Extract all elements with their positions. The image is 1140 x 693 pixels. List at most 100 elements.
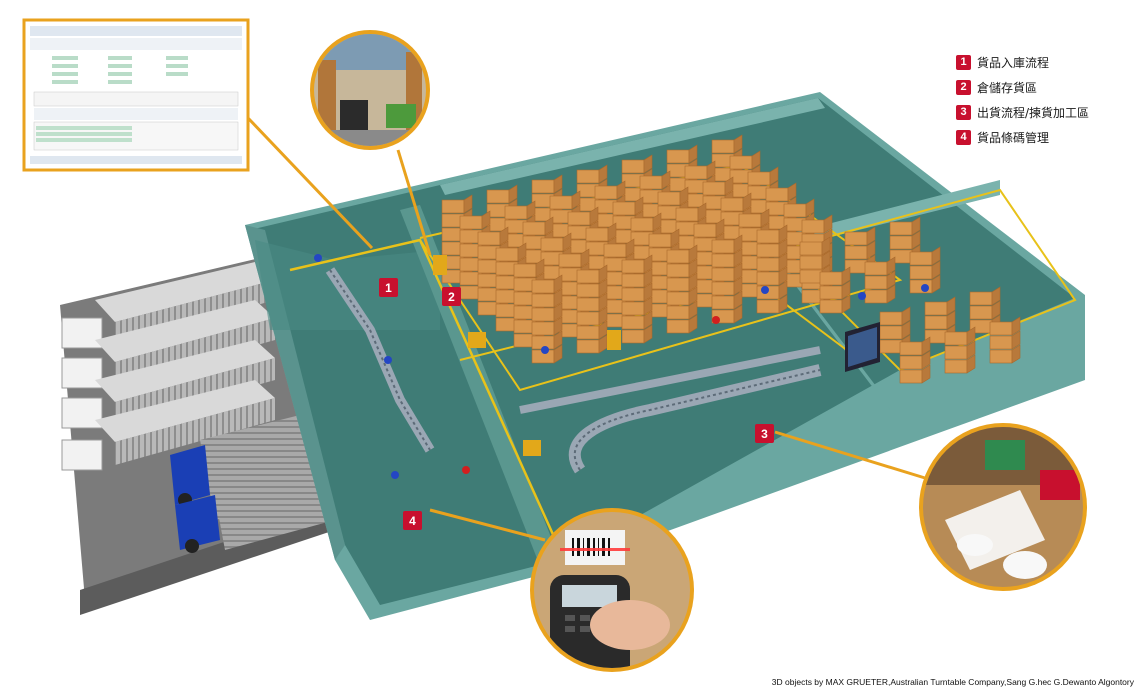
rack-box [612,201,636,216]
rack-box [765,187,789,202]
rack-box-side [733,234,743,254]
wall-monitor [845,322,880,372]
rack-box-side [688,244,698,264]
conveyors [325,267,822,474]
marker-1-number: 1 [385,281,392,295]
rack-box-side [526,200,536,220]
rack-box-side [643,324,653,344]
rack-box [576,325,600,340]
rack-box-side [966,354,976,374]
rack-box [441,199,465,214]
rack-box-side [901,320,911,340]
rack-box-side [866,240,876,260]
rack-box [799,255,823,270]
rack-box-side [553,330,563,350]
rack-box-side [911,230,921,250]
rack-box-side [1011,344,1021,364]
rack-box [924,315,948,330]
rack-box [756,257,780,272]
legend-item-1: 1 貨品入庫流程 [956,50,1089,74]
rack-box [666,249,690,264]
rack-box-side [589,206,599,226]
rack-box-side [598,306,608,326]
rack-box [576,311,600,326]
rack-box [711,267,735,282]
rack-box [603,243,627,258]
rack-box-side [886,256,896,276]
rack-box-side [921,350,931,370]
rack-box-side [866,226,876,246]
legend-label: 倉儲存貨區 [977,80,1038,95]
marker-4-number: 4 [409,514,416,528]
legend-badge: 3 [956,104,971,120]
rack-box [799,269,823,284]
rack-box-side [733,304,743,324]
rack-box-side [535,258,545,278]
rack-box-side [508,184,518,204]
rack-box [639,175,663,190]
rack-box [666,291,690,306]
marker-3-number: 3 [761,427,768,441]
rack-box [864,289,888,304]
rack-box [747,171,771,186]
rack-box-side [921,336,931,356]
rack-box-side [931,260,941,280]
rack-box [621,315,645,330]
rack-box [738,213,762,228]
rack-box [756,243,780,258]
rack-box [819,299,843,314]
rack-box [989,335,1013,350]
software-screenshot-callout [22,18,250,172]
rack-box-side [1011,330,1021,350]
forklifts [433,255,621,456]
rack-box [540,237,564,252]
rack-box [711,253,735,268]
rack-box [531,179,555,194]
rack-box-side [553,316,563,336]
rack-box [889,221,913,236]
rack-box-side [966,340,976,360]
rack-box [621,301,645,316]
rack-box-side [821,236,831,256]
rack-box-side [742,192,752,212]
rack-box [899,369,923,384]
rack-box [702,181,726,196]
rack-box [621,329,645,344]
rack-box-side [733,262,743,282]
callout-lines [246,116,926,542]
rack-box-side [787,182,797,202]
rack-box-side [598,164,608,184]
rack-box [684,165,708,180]
rack-box-side [688,144,698,164]
rack-box [621,273,645,288]
rack-box [477,231,501,246]
rack-box [924,301,948,316]
rack-box-side [886,270,896,290]
rack-box-side [946,310,956,330]
rack-box-side [778,252,788,272]
rack-box [621,259,645,274]
rack-box-side [571,190,581,210]
rack-box-side [643,254,653,274]
rack-box-side [688,258,698,278]
rack-box-side [733,290,743,310]
legend-badge: 1 [956,54,971,70]
marker-4: 4 [403,511,422,530]
rack-box-side [580,248,590,268]
rack-box [594,185,618,200]
rack-box-side [643,268,653,288]
rack-box-side [966,326,976,346]
rack-box-side [688,286,698,306]
rack-box-side [931,274,941,294]
rack-box-side [463,194,473,214]
rack-box [879,311,903,326]
rack-box [756,299,780,314]
marker-3: 3 [755,424,774,443]
rack-box [864,275,888,290]
legend-label: 出貨流程/揀貨加工區 [977,105,1090,120]
rack-box-side [670,228,680,248]
rack-box [879,339,903,354]
barcode-scanner-photo-callout [530,508,694,672]
rack-box-side [760,208,770,228]
forklift-photo-callout [310,30,430,150]
